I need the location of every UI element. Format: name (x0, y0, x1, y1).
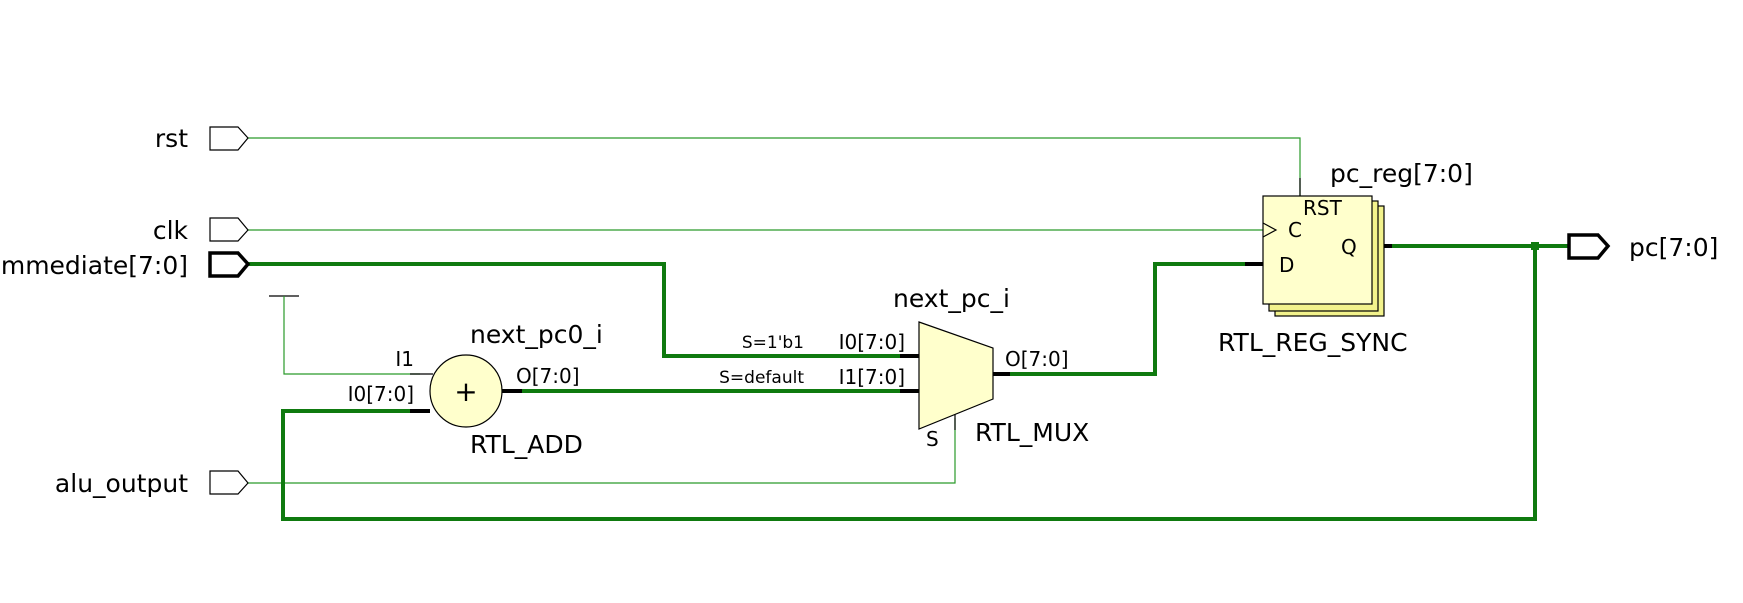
adder-pin-o: O[7:0] (516, 364, 580, 388)
port-pc-label: pc[7:0] (1629, 233, 1718, 262)
clock-edge-icon (1262, 222, 1278, 238)
register-cell[interactable]: pc_reg[7:0] RTL_REG_SYNC RST C D Q (1218, 159, 1473, 357)
port-rst-label: rst (155, 124, 188, 153)
mux-body[interactable] (918, 321, 994, 430)
adder-cell[interactable]: + next_pc0_i RTL_ADD I1 I0[7:0] O[7:0] (348, 320, 603, 459)
net-mux-out[interactable] (993, 262, 1263, 376)
adder-symbol: + (454, 375, 477, 408)
port-immediate-label: mmediate[7:0] (1, 251, 188, 280)
mux-cond-i0: S=1'b1 (742, 333, 804, 353)
adder-instance-name: next_pc0_i (470, 320, 603, 349)
mux-type: RTL_MUX (975, 418, 1089, 447)
net-adder-i1[interactable] (283, 296, 420, 375)
register-body[interactable] (1262, 195, 1373, 305)
port-alu-output-label: alu_output (55, 469, 188, 498)
mux-cond-i1: S=default (719, 368, 804, 388)
nets (222, 137, 1569, 521)
register-type: RTL_REG_SYNC (1218, 328, 1408, 357)
port-pc[interactable]: pc[7:0] (1567, 233, 1718, 262)
register-pin-d: D (1279, 253, 1294, 277)
adder-body[interactable] (429, 354, 503, 428)
adder-type: RTL_ADD (470, 430, 583, 459)
register-pin-c: C (1288, 218, 1302, 242)
mux-pin-s: S (926, 427, 939, 451)
mux-instance-name: next_pc_i (893, 284, 1010, 313)
net-alu-output[interactable] (222, 418, 956, 484)
net-junction (1531, 242, 1539, 250)
net-rst[interactable] (222, 137, 1301, 196)
port-rst[interactable]: rst (155, 124, 249, 153)
adder-pin-i1: I1 (395, 347, 414, 371)
mux-cell[interactable]: next_pc_i RTL_MUX I0[7:0] I1[7:0] O[7:0]… (719, 284, 1089, 451)
mux-pin-o: O[7:0] (1005, 347, 1069, 371)
net-pc-feedback[interactable] (281, 246, 1537, 521)
adder-pin-i0: I0[7:0] (348, 382, 414, 406)
port-immediate[interactable]: mmediate[7:0] (1, 251, 251, 280)
mux-pin-i0: I0[7:0] (839, 330, 905, 354)
register-instance-name: pc_reg[7:0] (1330, 159, 1473, 188)
port-alu-output[interactable]: alu_output (55, 469, 249, 498)
net-immediate[interactable] (243, 262, 918, 358)
port-clk[interactable]: clk (153, 216, 249, 245)
register-pin-q: Q (1341, 235, 1357, 259)
port-clk-label: clk (153, 216, 189, 245)
mux-pin-i1: I1[7:0] (839, 365, 905, 389)
register-pin-rst: RST (1303, 196, 1343, 220)
